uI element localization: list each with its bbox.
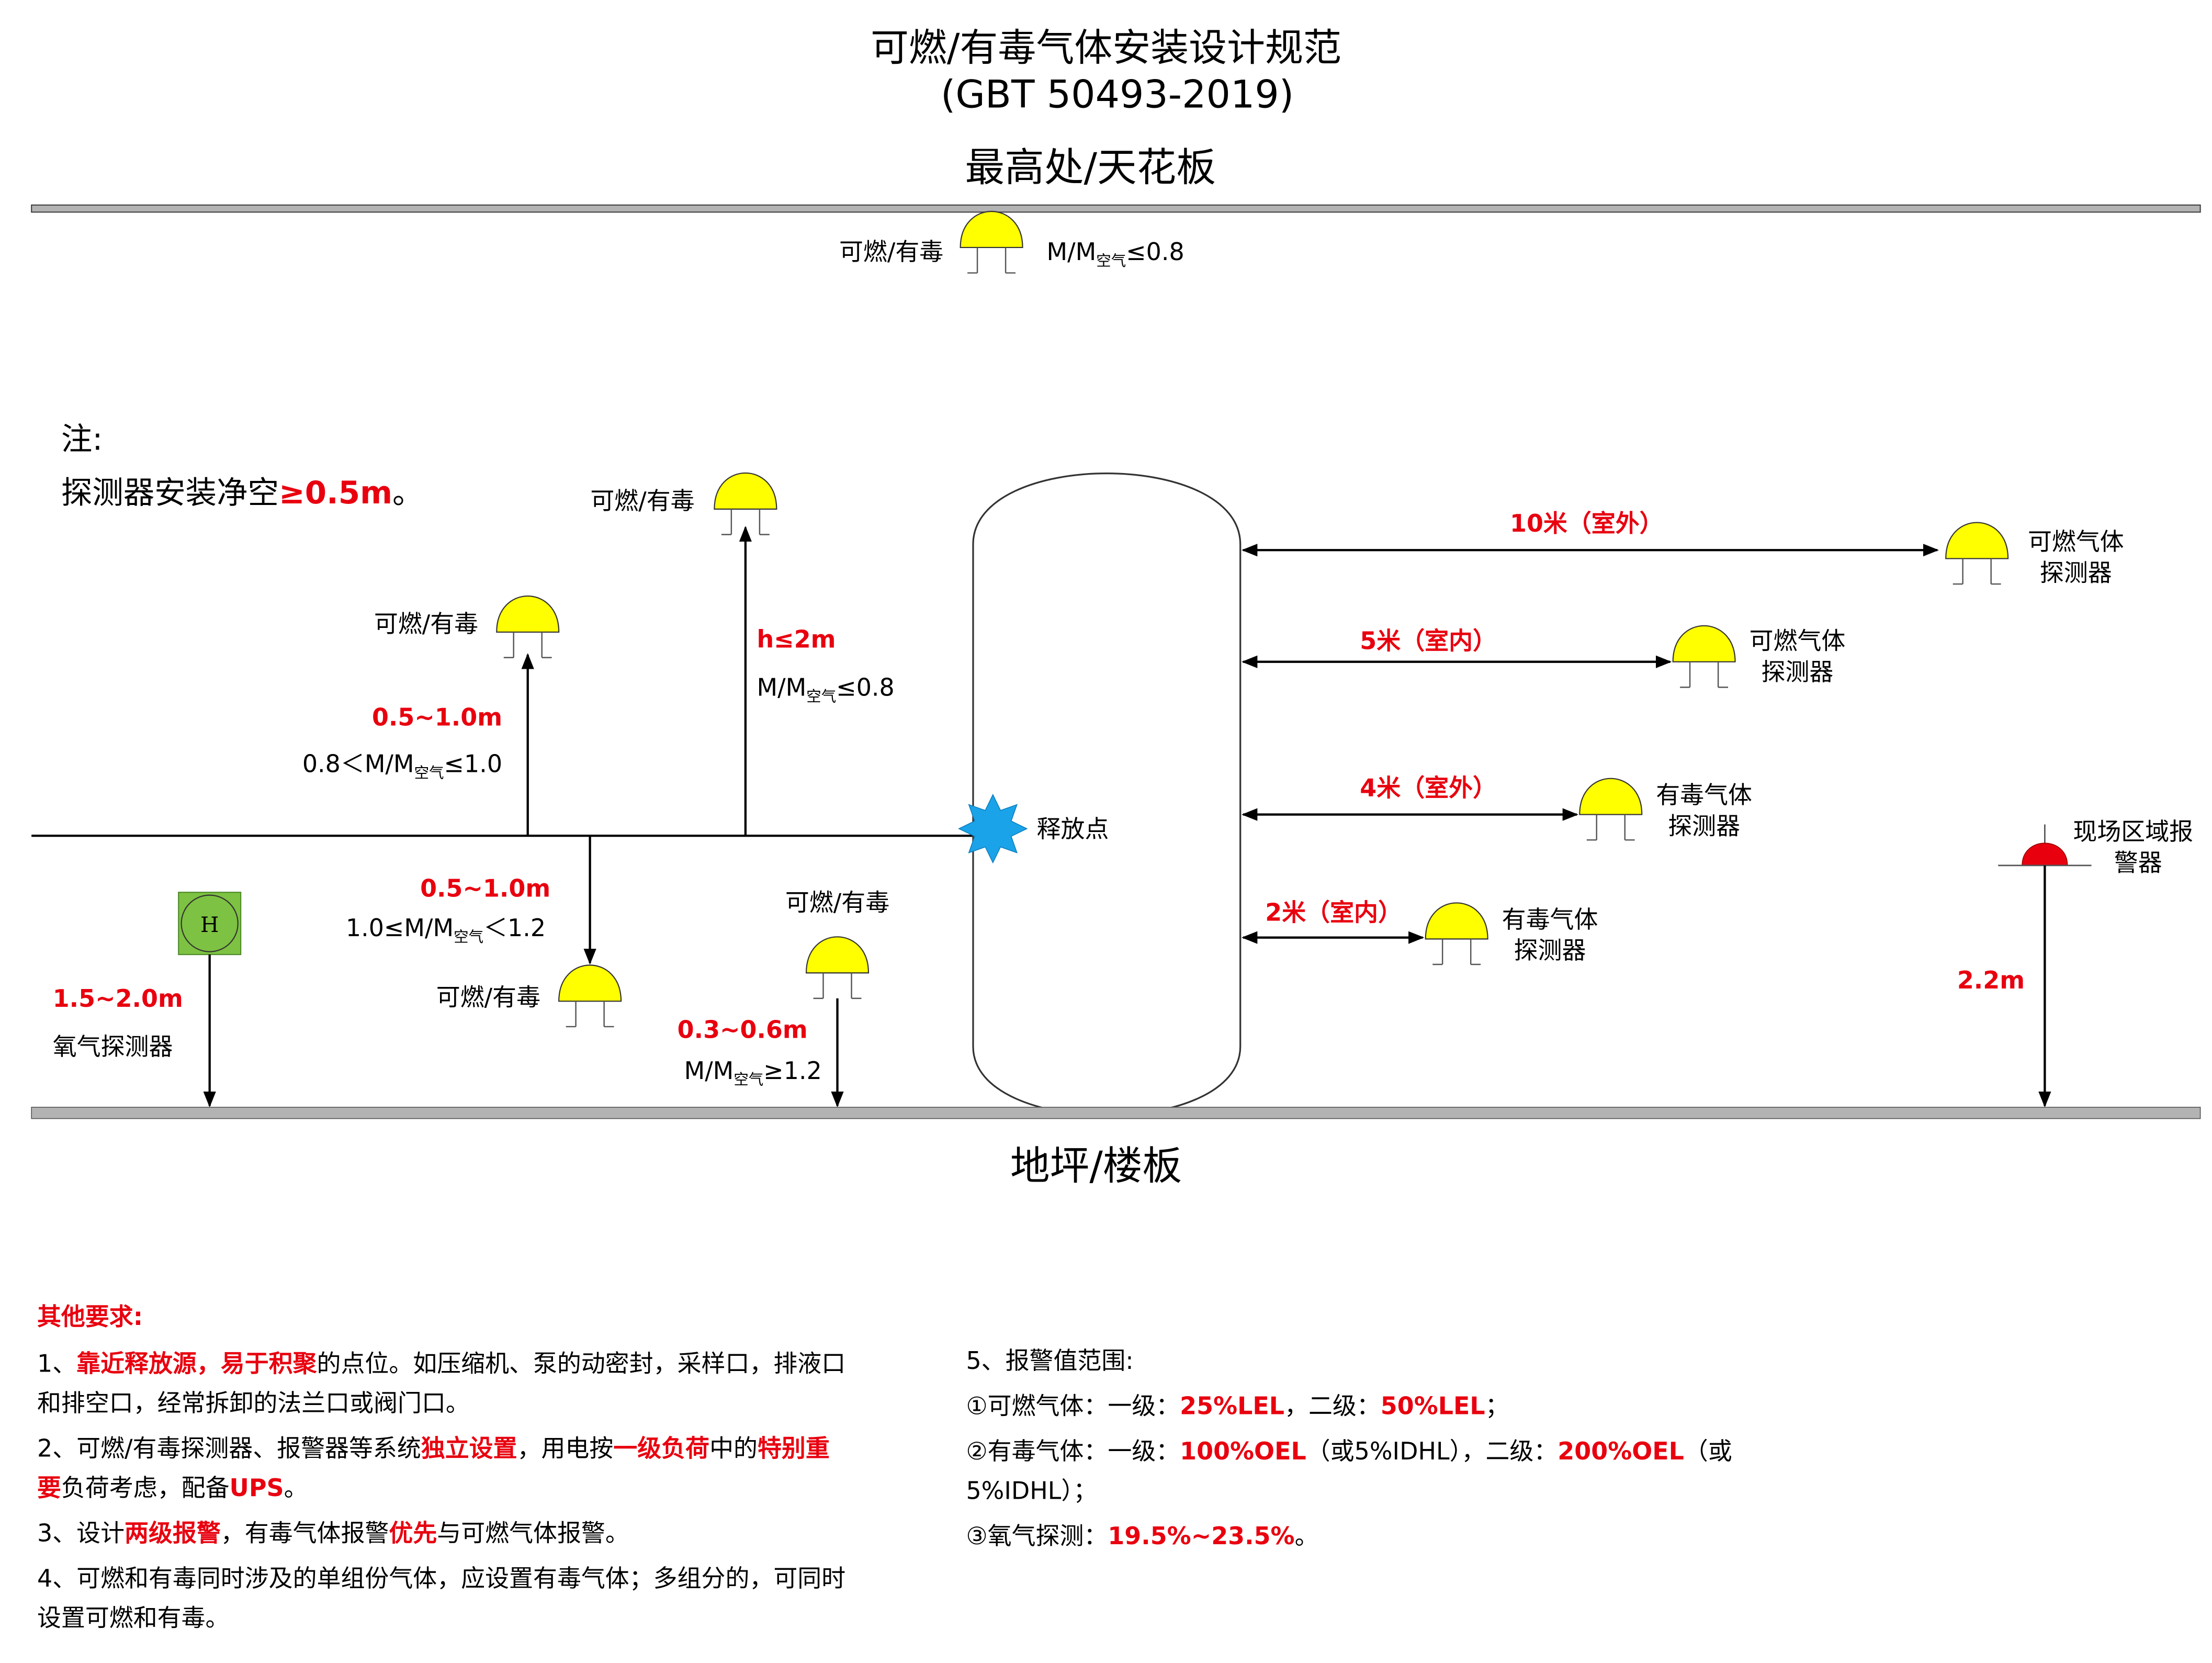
distance-detector-4m: 4米（室外） 有毒气体 探测器 <box>1242 773 1752 841</box>
detector-label: 有毒气体 <box>1656 781 1752 809</box>
standard-code: (GBT 50493-2019) <box>941 72 1294 117</box>
alarm-value-oxygen: ③氧气探测：19.5%~23.5%。 <box>966 1522 1318 1550</box>
height-value: 0.5~1.0m <box>372 703 502 731</box>
detector-icon <box>1579 778 1643 841</box>
distance-detector-10m: 10米（室外） 可燃气体 探测器 <box>1242 509 2124 587</box>
detector-label: 探测器 <box>1762 658 1834 686</box>
alarm-value-ranges: 5、报警值范围: ①可燃气体：一级：25%LEL，二级：50%LEL； ②有毒气… <box>966 1346 1732 1550</box>
alarm-value-toxic: ②有毒气体：一级：100%OEL（或5%IDHL），二级：200%OEL（或 <box>966 1437 1732 1465</box>
density-ratio: 1.0≤M/M空气＜1.2 <box>346 914 546 946</box>
oxygen-symbol: H <box>200 912 219 937</box>
density-ratio: M/M空气≥1.2 <box>684 1057 822 1088</box>
floor-label: 地坪/楼板 <box>1010 1143 1182 1189</box>
pipe-detector-mid-down: 可燃/有毒 0.5~1.0m 1.0≤M/M空气＜1.2 <box>346 836 622 1028</box>
detector-label: 可燃气体 <box>1750 626 1846 655</box>
detector-label: 可燃/有毒 <box>374 610 478 638</box>
pipe-detector-mid-up: 可燃/有毒 0.5~1.0m 0.8＜M/M空气≤1.0 <box>302 595 560 836</box>
height-value: h≤2m <box>757 625 836 654</box>
vessel-tank <box>972 473 1242 1117</box>
detector-icon <box>960 210 1023 274</box>
distance-detector-5m: 5米（室内） 可燃气体 探测器 <box>1242 625 1846 688</box>
detector-label: 可燃气体 <box>2028 527 2124 556</box>
detector-label: 探测器 <box>2040 559 2112 587</box>
detector-label: 探测器 <box>1514 936 1586 964</box>
detector-icon <box>1425 902 1488 965</box>
detector-label: 氧气探测器 <box>53 1032 173 1061</box>
distance-value: 4米（室外） <box>1360 773 1497 802</box>
requirement-4-cont: 设置可燃和有毒。 <box>37 1604 230 1632</box>
detector-label: 有毒气体 <box>1502 905 1598 934</box>
detector-label: 可燃/有毒 <box>590 487 694 515</box>
alarm-icon <box>2022 842 2068 866</box>
height-value: 1.5~2.0m <box>53 984 183 1013</box>
oxygen-detector: H 1.5~2.0m 氧气探测器 <box>53 892 242 1108</box>
detector-label: 可燃/有毒 <box>785 888 889 916</box>
oxygen-detector-circle <box>180 894 239 952</box>
density-ratio: M/M空气≤0.8 <box>757 673 895 705</box>
detector-icon <box>496 595 560 658</box>
requirement-2-cont: 要负荷考虑，配备UPS。 <box>37 1474 308 1502</box>
alarm-label: 警器 <box>2114 849 2162 877</box>
detector-label: 探测器 <box>1668 812 1740 840</box>
floor-bar <box>31 1107 2201 1119</box>
alarm-value-combustible: ①可燃气体：一级：25%LEL，二级：50%LEL； <box>966 1391 1509 1420</box>
release-point-star-icon <box>958 793 1028 864</box>
ceiling-detector: 可燃/有毒 M/M空气≤0.8 <box>839 210 1184 274</box>
requirement-2: 2、可燃/有毒探测器、报警器等系统独立设置，用电按一级负荷中的特别重 <box>37 1434 830 1462</box>
floor-detector: 可燃/有毒 0.3~0.6m M/M空气≥1.2 <box>678 888 889 1108</box>
requirement-4: 4、可燃和有毒同时涉及的单组份气体，应设置有毒气体；多组分的，可同时 <box>37 1564 845 1592</box>
detector-icon <box>1945 522 2009 585</box>
diagram-title: 可燃/有毒气体安装设计规范 <box>871 26 1341 70</box>
detector-label: 可燃/有毒 <box>436 983 540 1011</box>
ceiling-bar <box>31 204 2201 213</box>
density-ratio: 0.8＜M/M空气≤1.0 <box>302 750 502 782</box>
detector-icon <box>714 472 777 535</box>
height-value: 2.2m <box>1957 966 2025 994</box>
density-ratio: M/M空气≤0.8 <box>1047 238 1184 269</box>
detector-icon <box>1672 625 1736 688</box>
requirements-title: 其他要求: <box>37 1302 143 1331</box>
release-point-label: 释放点 <box>1037 815 1109 843</box>
requirement-3: 3、设计两级报警，有毒气体报警优先与可燃气体报警。 <box>37 1519 629 1547</box>
height-value: 0.5~1.0m <box>420 874 550 902</box>
requirement-1-cont: 和排空口，经常拆卸的法兰口或阀门口。 <box>37 1389 470 1417</box>
alarm-value-toxic-cont: 5%IDHL）； <box>966 1477 1097 1505</box>
requirement-1: 1、靠近释放源，易于积聚的点位。如压缩机、泵的动密封，采样口，排液口 <box>37 1349 845 1377</box>
detector-icon <box>558 964 622 1028</box>
detector-icon <box>805 936 870 999</box>
distance-value: 10米（室外） <box>1510 509 1664 537</box>
pipe-detector-high: 可燃/有毒 h≤2m M/M空气≤0.8 <box>590 472 895 836</box>
ceiling-label: 最高处/天花板 <box>965 144 1216 190</box>
note-title: 注: <box>61 421 103 457</box>
alarm-values-title: 5、报警值范围: <box>966 1346 1133 1375</box>
distance-value: 2米（室内） <box>1265 898 1402 926</box>
detector-label: 可燃/有毒 <box>839 238 943 266</box>
field-alarm: 现场区域报 警器 2.2m <box>1957 817 2193 1108</box>
clearance-note: 探测器安装净空≥0.5m。 <box>61 475 424 511</box>
alarm-label: 现场区域报 <box>2073 817 2193 846</box>
distance-value: 5米（室内） <box>1360 626 1497 655</box>
other-requirements: 其他要求: 1、靠近释放源，易于积聚的点位。如压缩机、泵的动密封，采样口，排液口… <box>37 1302 845 1632</box>
distance-detector-2m: 2米（室内） 有毒气体 探测器 <box>1242 898 1598 965</box>
height-value: 0.3~0.6m <box>678 1016 808 1044</box>
